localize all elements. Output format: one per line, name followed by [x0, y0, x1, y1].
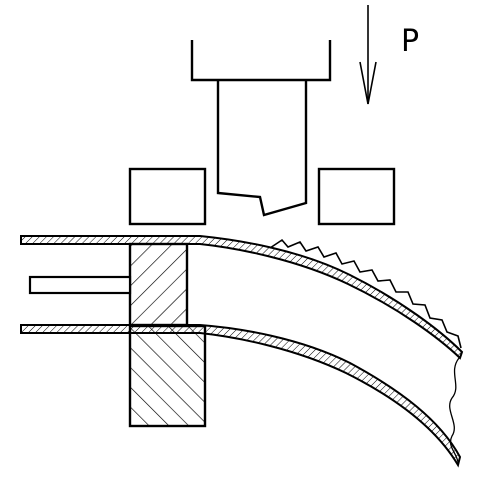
- lower-sheet: [20, 324, 462, 468]
- spacer-block: [128, 242, 189, 327]
- upper-sheet-serrated-edge: [269, 238, 462, 349]
- break-line: [449, 357, 460, 463]
- force-label: P: [401, 24, 419, 59]
- lower-clamp-block: [128, 324, 207, 428]
- left-support-block: [128, 167, 207, 226]
- side-bar: [28, 275, 132, 295]
- upper-sheet: [20, 235, 464, 360]
- press-head: [190, 40, 332, 217]
- force-arrow: [359, 5, 377, 105]
- right-support-block: [317, 167, 396, 226]
